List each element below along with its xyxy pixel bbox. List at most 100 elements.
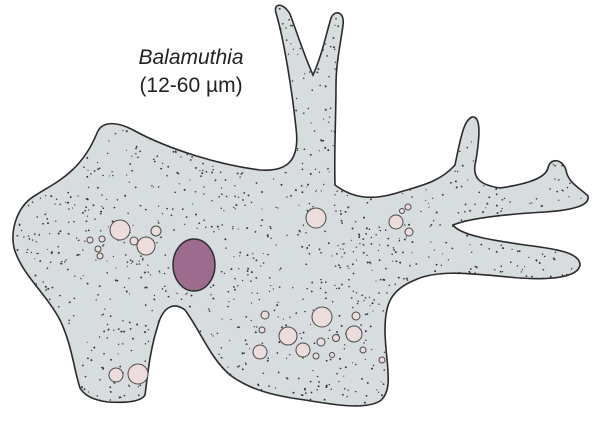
granule <box>235 204 237 206</box>
granule <box>494 269 495 270</box>
granule <box>129 163 131 165</box>
granule <box>202 163 204 165</box>
granule <box>554 178 555 179</box>
granule <box>326 55 328 57</box>
granule <box>304 73 305 74</box>
granule <box>340 210 342 212</box>
granule <box>399 238 400 239</box>
granule <box>474 272 476 274</box>
granule <box>129 181 130 182</box>
granule <box>356 260 357 261</box>
granule <box>478 191 480 193</box>
granule <box>144 287 146 289</box>
vacuole <box>317 338 325 346</box>
granule <box>462 165 464 167</box>
granule <box>255 277 257 279</box>
granule <box>269 277 271 279</box>
granule <box>38 253 39 254</box>
granule <box>301 246 303 248</box>
granule <box>221 187 222 188</box>
species-name: Balamuthia <box>96 44 286 72</box>
granule <box>380 230 382 232</box>
granule <box>277 302 278 303</box>
granule <box>138 394 140 396</box>
granule <box>283 319 284 320</box>
granule <box>279 8 281 10</box>
granule <box>461 219 463 221</box>
granule <box>363 342 364 343</box>
granule <box>544 256 546 258</box>
vacuole <box>360 347 366 353</box>
granule <box>233 299 234 300</box>
granule <box>365 233 367 235</box>
granule <box>380 279 382 281</box>
granule <box>131 170 133 172</box>
granule <box>338 264 340 266</box>
granule <box>261 389 262 390</box>
granule <box>522 269 523 270</box>
granule <box>461 186 463 188</box>
granule <box>305 263 307 265</box>
vacuole <box>99 236 105 242</box>
granule <box>229 340 230 341</box>
granule <box>366 255 367 256</box>
granule <box>290 195 292 197</box>
granule <box>278 372 280 374</box>
granule <box>318 385 320 387</box>
granule <box>130 259 132 261</box>
granule <box>104 308 105 309</box>
granule <box>131 350 133 352</box>
granule <box>341 284 343 286</box>
granule <box>137 156 139 158</box>
granule <box>234 278 236 280</box>
granule <box>220 172 222 174</box>
granule <box>36 241 37 242</box>
granule <box>100 230 101 231</box>
granule <box>365 297 367 299</box>
granule <box>415 263 417 265</box>
granule <box>82 249 84 251</box>
granule <box>373 299 375 301</box>
granule <box>536 260 538 262</box>
granule <box>162 288 163 289</box>
granule <box>452 248 454 250</box>
granule <box>99 285 101 287</box>
granule <box>367 202 369 204</box>
granule <box>154 295 155 296</box>
granule <box>293 49 294 50</box>
granule <box>88 187 89 188</box>
granule <box>101 367 102 368</box>
granule <box>200 175 202 177</box>
granule <box>280 267 282 269</box>
granule <box>562 274 564 276</box>
granule <box>371 243 373 245</box>
granule <box>297 234 299 236</box>
granule <box>267 254 269 256</box>
granule <box>361 294 363 296</box>
granule <box>47 267 49 269</box>
granule <box>556 191 558 193</box>
granule <box>333 37 335 39</box>
granule <box>148 341 150 343</box>
granule <box>268 385 270 387</box>
granule <box>148 329 149 330</box>
granule <box>500 271 502 273</box>
granule <box>352 263 354 265</box>
granule <box>17 249 19 251</box>
granule <box>108 140 109 141</box>
granule <box>335 25 336 26</box>
granule <box>97 162 98 163</box>
granule <box>310 381 312 383</box>
granule <box>126 174 127 175</box>
granule <box>250 280 252 282</box>
granule <box>363 244 365 246</box>
granule <box>86 176 88 178</box>
granule <box>311 291 313 293</box>
granule <box>106 337 108 339</box>
granule <box>321 282 323 284</box>
granule <box>102 245 104 247</box>
granule <box>167 166 169 168</box>
granule <box>270 285 271 286</box>
granule <box>442 194 444 196</box>
granule <box>290 43 291 44</box>
